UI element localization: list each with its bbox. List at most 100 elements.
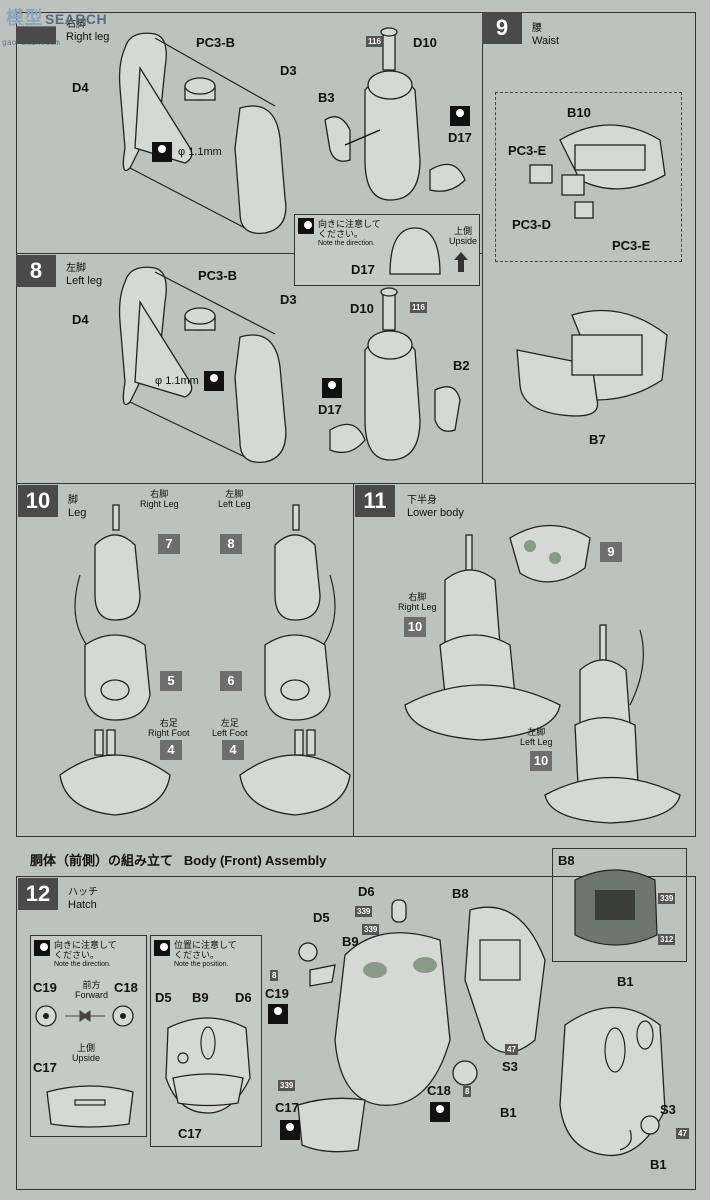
- step8-number: 8: [16, 255, 56, 287]
- paint-icon: [34, 940, 50, 956]
- step8-diameter: φ 1.1mm: [155, 375, 199, 387]
- step12-note2-text: 位置に注意してください。Note the position.: [174, 940, 237, 968]
- step12-note2-b9: B9: [192, 990, 209, 1005]
- step12-part-c18: C18: [427, 1083, 451, 1098]
- step11-ref-9: 9: [600, 542, 622, 562]
- step11-right-leg-drawing: [404, 534, 561, 741]
- step12-part-c19: C19: [265, 986, 289, 1001]
- paint-icon: [298, 218, 314, 234]
- step12-b8-inset-drawing: [574, 869, 658, 946]
- step8-part-d10: D10: [350, 301, 374, 316]
- step12-tag-339d: 339: [658, 893, 676, 904]
- step12-b8-inset: [552, 848, 687, 962]
- paint-icon: [268, 1004, 288, 1024]
- section-title: 胴体（前側）の組み立て Body (Front) Assembly: [30, 853, 327, 868]
- step12-tag-312: 312: [658, 934, 676, 945]
- step12-part-s3a: S3: [502, 1059, 518, 1074]
- note-d17-part: D17: [351, 262, 375, 277]
- note-d17-box: [294, 214, 480, 286]
- step10-ref-6: 6: [220, 671, 242, 691]
- step8-shell-drawing: [329, 287, 461, 461]
- step12-note1-washers: [35, 1005, 134, 1027]
- step8-part-pc3b: PC3-B: [198, 268, 238, 283]
- step7-leg-drawing: [118, 32, 287, 234]
- step11-number: 11: [355, 485, 395, 517]
- step7-tag-116: 116: [366, 36, 383, 47]
- step8-part-d4: D4: [72, 312, 89, 327]
- drill-icon: [152, 142, 172, 162]
- step12-hatch-assembly: [297, 899, 546, 1153]
- step10-ref-4a: 4: [160, 740, 182, 760]
- step12-note1-text: 向きに注意してください。Note the direction.: [54, 940, 117, 968]
- step10-ref-8: 8: [220, 534, 242, 554]
- step12-note2-c17: C17: [178, 1126, 202, 1141]
- step12-part-b1a: B1: [617, 974, 634, 989]
- step12-note2-d5: D5: [155, 990, 172, 1005]
- step12-tag-339b: 339: [362, 924, 380, 935]
- step11-ref-10b: 10: [530, 751, 552, 771]
- paint-icon: [322, 378, 342, 398]
- step12-note1-c18: C18: [114, 980, 138, 995]
- step12-part-b8: B8: [452, 886, 469, 901]
- up-arrow-icon: [454, 252, 468, 272]
- step8-leg-drawing: [118, 266, 287, 463]
- step8-part-d17: D17: [318, 402, 342, 417]
- step7-diameter: φ 1.1mm: [178, 146, 222, 158]
- step12-tag-339a: 339: [355, 906, 373, 917]
- step9-waist-assembled: [516, 309, 668, 417]
- step7-part-pc3b: PC3-B: [196, 35, 236, 50]
- step12-part-b1c: B1: [650, 1157, 667, 1172]
- step8-part-d3: D3: [280, 292, 297, 307]
- step11-frame: [353, 483, 696, 837]
- step12-part-d6: D6: [358, 884, 375, 899]
- step11-waist-drawing: [509, 524, 591, 583]
- step9-part-b7: B7: [589, 432, 606, 447]
- step10-left-assembly: [239, 504, 351, 816]
- drill-icon: [204, 371, 224, 391]
- step9-part-pc3e-1: PC3-E: [508, 143, 547, 158]
- step9-part-b10: B10: [567, 105, 591, 120]
- step12-tag-47b: 47: [676, 1128, 689, 1139]
- step12-part-b1b: B1: [500, 1105, 517, 1120]
- step9-waist-detail: [529, 124, 666, 219]
- step10-ref-5: 5: [160, 671, 182, 691]
- step7-part-d4: D4: [72, 80, 89, 95]
- step12-tag-8b: 8: [463, 1086, 472, 1097]
- step12-tag-339c: 339: [278, 1080, 296, 1091]
- step9-part-pc3d: PC3-D: [512, 217, 552, 232]
- note-d17-dome: [389, 227, 441, 275]
- step12-note1-c17-shape: [46, 1085, 134, 1128]
- step7-number: [16, 26, 56, 44]
- step9-detail-box: [495, 92, 682, 262]
- step12-part-b9: B9: [342, 934, 359, 949]
- step9-part-pc3e-2: PC3-E: [612, 238, 651, 253]
- step12-number: 12: [18, 878, 58, 910]
- step12-torso-drawing: [559, 1006, 666, 1157]
- step10-number: 10: [18, 485, 58, 517]
- paint-icon: [154, 940, 170, 956]
- step12-note1-c19: C19: [33, 980, 57, 995]
- step12-note2-shell: [165, 1017, 251, 1114]
- step7-shell-drawing: [324, 27, 466, 201]
- step12-inset-label: B8: [558, 853, 575, 868]
- step12-note2-d6: D6: [235, 990, 252, 1005]
- paint-icon: [450, 106, 470, 126]
- step11-left-leg-drawing: [544, 624, 681, 824]
- note-d17-text: 向きに注意してください。Note the direction.: [318, 219, 381, 247]
- step10-ref-4b: 4: [222, 740, 244, 760]
